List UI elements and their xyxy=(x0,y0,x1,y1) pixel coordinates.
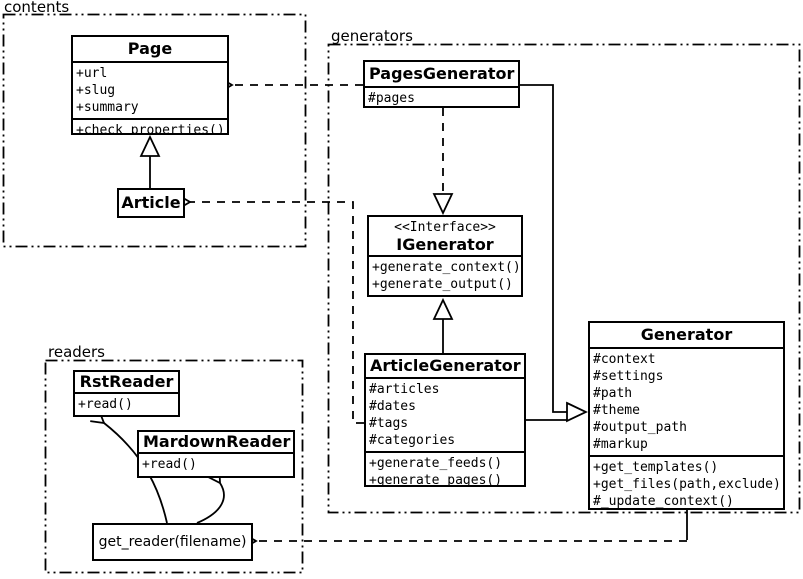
readers-package-frame xyxy=(44,359,304,574)
class-pagesgenerator-attributes: #pages xyxy=(365,86,518,106)
attribute: #markup xyxy=(593,437,648,452)
attribute: +url xyxy=(76,66,108,81)
inheritance-pagesgenerator-to-generator xyxy=(520,84,586,412)
class-page-attributes: +url +slug +summary xyxy=(73,61,227,118)
class-generator: Generator #context #settings #path #them… xyxy=(588,321,785,510)
arrow-getreader-to-mardownreader xyxy=(196,469,225,524)
method: #_update_context() xyxy=(593,494,734,509)
attribute: #path xyxy=(593,386,633,401)
class-rstreader-title: RstReader xyxy=(79,372,174,391)
class-pagesgenerator-title: PagesGenerator xyxy=(369,64,515,83)
method: +read() xyxy=(78,397,133,412)
class-page-title: Page xyxy=(127,39,173,58)
method: +generate_output() xyxy=(372,277,513,292)
class-rstreader-methods: +read() xyxy=(75,392,178,415)
class-generator-title: Generator xyxy=(640,325,733,344)
attribute: #theme xyxy=(593,403,640,418)
class-mardownreader: MardownReader +read() xyxy=(137,430,295,478)
dependency-articlegenerator-to-article xyxy=(177,194,364,424)
attribute: #pages xyxy=(368,91,415,106)
method: +get_files(path,exclude) xyxy=(593,477,781,492)
class-articlegenerator-methods: +generate_feeds() +generate_pages() xyxy=(366,451,524,487)
generators-package-frame xyxy=(327,43,801,514)
contents-package-label: contents xyxy=(4,0,70,16)
class-generator-attributes: #context #settings #path #theme #output_… xyxy=(590,347,783,455)
attribute: +summary xyxy=(76,100,139,115)
function-get-reader-label: get_reader(filename) xyxy=(98,534,247,550)
attribute: #output_path xyxy=(593,420,687,435)
attribute: #dates xyxy=(369,399,416,414)
class-mardownreader-methods: +read() xyxy=(139,452,293,475)
class-article: Article xyxy=(117,188,185,218)
class-pagesgenerator: PagesGenerator #pages xyxy=(363,60,520,108)
class-generator-methods: +get_templates() +get_files(path,exclude… xyxy=(590,455,783,509)
class-articlegenerator: ArticleGenerator #articles #dates #tags … xyxy=(364,353,526,487)
interface-igenerator: <<Interface>> IGenerator +generate_conte… xyxy=(367,215,523,297)
generators-package-label: generators xyxy=(331,27,413,45)
class-page-methods: +check_properties() xyxy=(73,118,227,135)
class-page: Page +url +slug +summary +check_properti… xyxy=(71,35,229,135)
method: +read() xyxy=(142,457,197,472)
contents-package-frame xyxy=(2,13,307,248)
method: +get_templates() xyxy=(593,460,719,475)
class-rstreader: RstReader +read() xyxy=(73,370,180,417)
attribute: #settings xyxy=(593,369,664,384)
attribute: #categories xyxy=(369,433,456,448)
method: +generate_feeds() xyxy=(369,456,503,471)
attribute: +slug xyxy=(76,83,116,98)
method: +check_properties() xyxy=(76,123,225,135)
class-articlegenerator-attributes: #articles #dates #tags #categories xyxy=(366,377,524,451)
attribute: #tags xyxy=(369,416,409,431)
method: +generate_pages() xyxy=(369,473,503,487)
class-mardownreader-title: MardownReader xyxy=(143,432,291,451)
method: +generate_context() xyxy=(372,260,521,275)
interface-igenerator-title: IGenerator xyxy=(396,235,494,254)
readers-package-label: readers xyxy=(48,343,105,361)
class-article-title: Article xyxy=(121,193,181,212)
attribute: #context xyxy=(593,352,656,367)
interface-igenerator-methods: +generate_context() +generate_output() xyxy=(369,255,521,295)
interface-stereotype: <<Interface>> xyxy=(394,220,496,235)
function-get-reader-box: get_reader(filename) xyxy=(92,523,253,561)
attribute: #articles xyxy=(369,382,440,397)
class-articlegenerator-title: ArticleGenerator xyxy=(370,356,521,375)
